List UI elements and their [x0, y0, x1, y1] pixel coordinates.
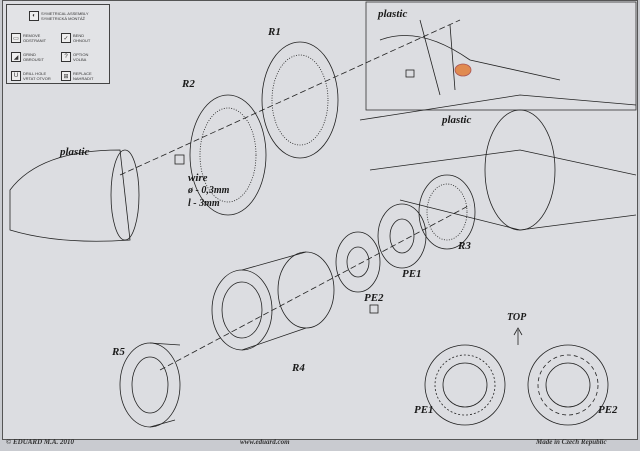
grind-icon: ◢: [11, 52, 21, 62]
footer-copyright: © EDUARD M.A. 2010: [6, 438, 75, 446]
bend-icon: ✓: [61, 33, 71, 43]
part-r2: [189, 94, 267, 216]
part-pe2: [335, 231, 381, 293]
label-plastic-left: plastic: [60, 146, 90, 158]
label-r4: R4: [292, 362, 305, 374]
label-r2: R2: [182, 78, 195, 90]
part-pe1: [377, 203, 427, 269]
fuselage-frame: [484, 109, 556, 231]
label-pe1: PE1: [402, 268, 422, 280]
inset-fuselage: [379, 35, 561, 81]
detail-pe1: [424, 344, 506, 426]
top-arrow-icon: [513, 327, 523, 345]
inset-frame: [419, 19, 456, 96]
option-icon: [174, 154, 185, 165]
fuselage-outline: [359, 94, 637, 231]
part-r3: [418, 174, 476, 250]
inset-remove-icon: [405, 69, 415, 78]
detail-pe2: [527, 344, 609, 426]
label-pe1-detail: PE1: [414, 404, 434, 416]
label-r5: R5: [112, 346, 125, 358]
label-r1: R1: [268, 26, 281, 38]
part-r5: [119, 342, 181, 428]
drill-hole-icon: U: [11, 71, 21, 81]
label-plastic-inset: plastic: [378, 8, 408, 20]
option-icon: ?: [61, 52, 71, 62]
label-r3: R3: [458, 240, 471, 252]
replace-icon: ⊞: [61, 71, 71, 81]
remove-icon: ▭: [11, 33, 21, 43]
label-pe2: PE2: [364, 292, 384, 304]
label-wire-diameter: ø - 0,3mm: [188, 185, 230, 196]
label-pe2-detail: PE2: [598, 404, 618, 416]
symmetrical-assembly-icon: ◐: [29, 11, 39, 21]
inset-box: [365, 1, 637, 111]
footer-website: www.eduard.com: [240, 438, 290, 446]
label-wire: wire: [188, 172, 208, 184]
label-top: TOP: [507, 312, 527, 323]
bend-icon: [369, 304, 379, 314]
label-plastic-right: plastic: [442, 114, 472, 126]
part-r1: [261, 41, 339, 159]
footer-origin: Made in Czech Republic: [536, 438, 607, 446]
inset-highlight-part: [454, 63, 472, 77]
assembly-axis: [119, 19, 461, 176]
label-wire-length: l - 3mm: [188, 198, 220, 209]
plastic-housing: [9, 149, 131, 242]
